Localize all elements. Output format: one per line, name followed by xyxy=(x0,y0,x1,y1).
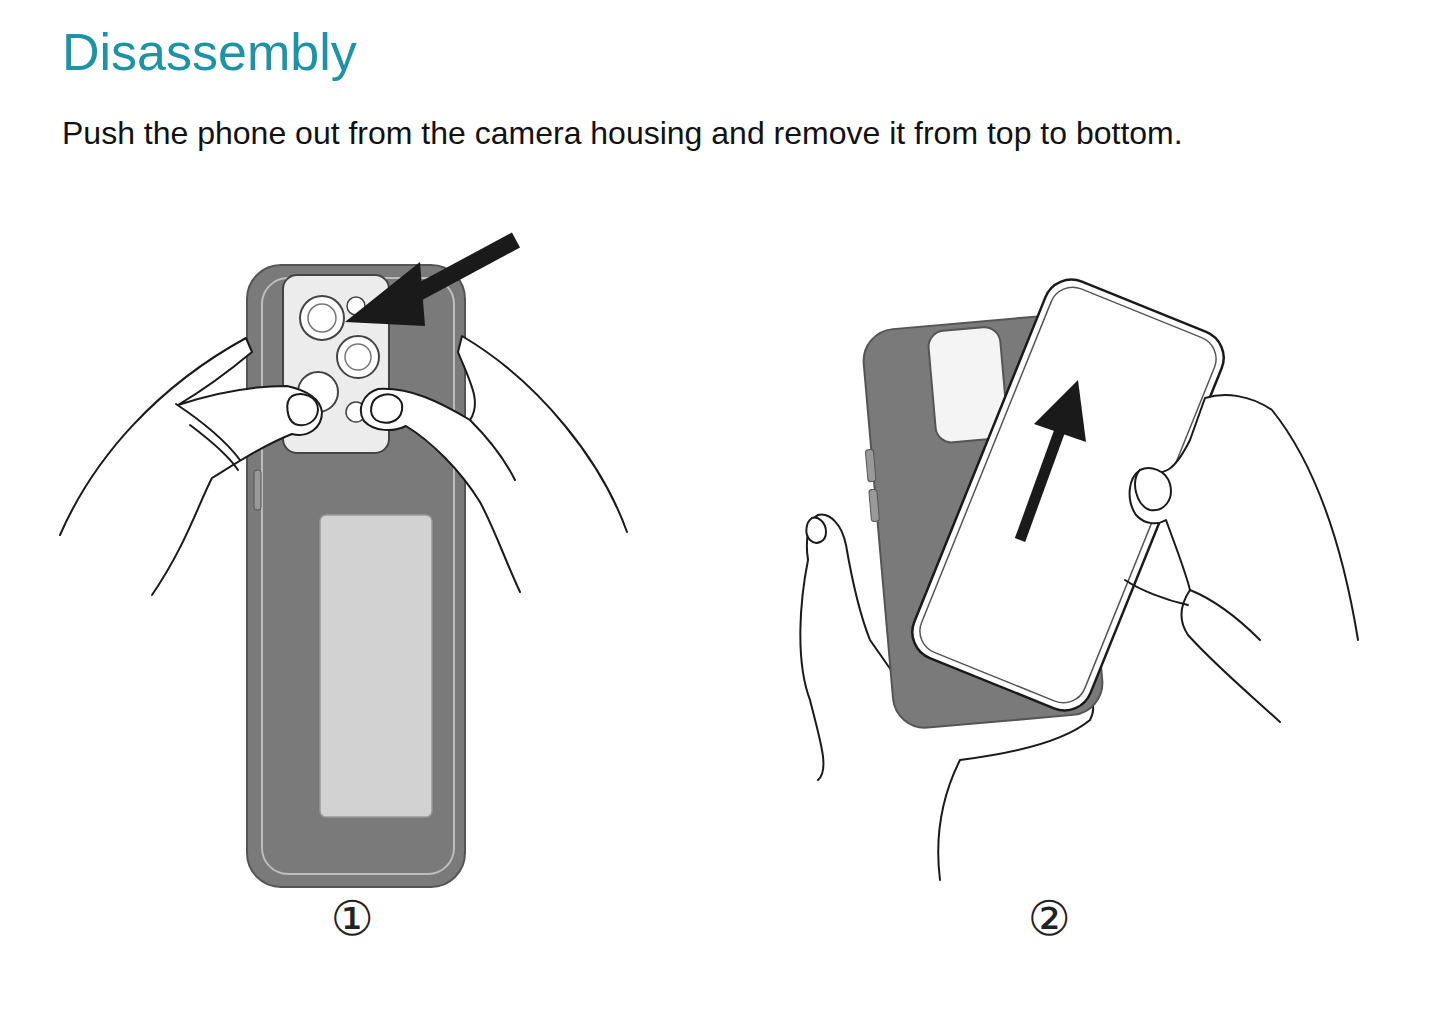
case-panel-one xyxy=(247,265,465,887)
step-number: ① xyxy=(330,890,373,948)
thumb-nail xyxy=(371,394,402,422)
arrow-shaft xyxy=(1020,430,1060,540)
right-hand xyxy=(361,336,627,592)
finger-line xyxy=(1125,580,1188,605)
arrow-head xyxy=(1034,380,1086,442)
hands-panel-one xyxy=(60,336,627,595)
finger-line xyxy=(470,420,515,480)
card-window xyxy=(320,515,432,817)
camera-lens xyxy=(300,296,344,340)
side-button xyxy=(869,489,880,522)
phone-case xyxy=(247,265,465,887)
finger-line xyxy=(1190,590,1260,640)
thumb-nail xyxy=(287,394,318,425)
step-number: ② xyxy=(1027,890,1070,948)
lens-ring xyxy=(308,304,336,332)
diagram-title: Disassembly xyxy=(62,22,357,82)
push-arrow xyxy=(345,240,516,326)
thumb-nail xyxy=(806,518,826,543)
hands-panel-two-front xyxy=(1125,395,1358,722)
side-button xyxy=(254,470,261,510)
right-hand xyxy=(1130,395,1358,722)
instruction-text: Push the phone out from the camera housi… xyxy=(62,114,1432,152)
left-hand xyxy=(60,338,322,595)
finger-line xyxy=(176,404,240,460)
arrow-head xyxy=(345,262,425,326)
lift-arrow xyxy=(1020,380,1086,540)
side-button xyxy=(865,449,876,482)
camera-lens xyxy=(337,336,379,378)
lens-ring xyxy=(345,344,371,370)
finger-line xyxy=(190,425,238,470)
thumb-nail xyxy=(1135,468,1171,510)
